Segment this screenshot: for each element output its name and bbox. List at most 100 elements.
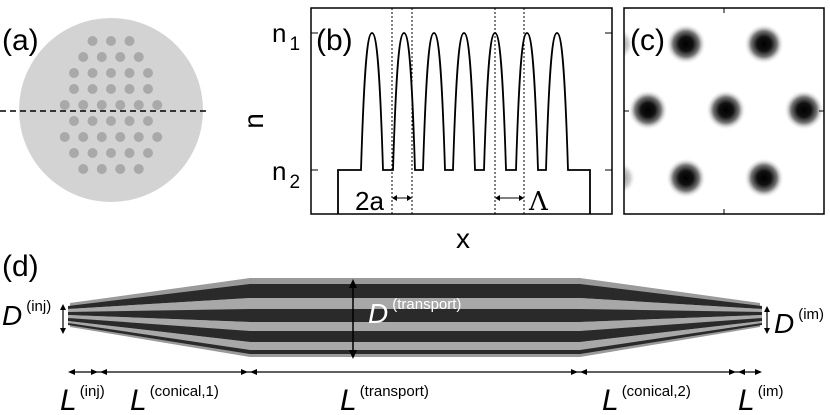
fiber-core xyxy=(96,100,107,110)
lantern-stripe xyxy=(68,321,762,350)
fiber-core xyxy=(124,116,135,126)
mode-spot xyxy=(784,90,824,130)
fiber-core xyxy=(124,84,135,94)
mode-spot xyxy=(624,162,636,194)
y-axis-label: n xyxy=(238,113,269,129)
fiber-core xyxy=(69,84,79,94)
mode-spot xyxy=(706,90,746,130)
index-profile xyxy=(337,32,591,214)
mode-spot xyxy=(628,90,668,130)
l-transport-label: L(transport) xyxy=(340,383,429,415)
fiber-core xyxy=(106,116,116,126)
panel-a-label: (a) xyxy=(2,24,39,57)
panel-a: (a) xyxy=(0,18,208,202)
fiber-core xyxy=(78,132,89,142)
fiber-core xyxy=(124,148,135,158)
fiber-core xyxy=(133,132,144,142)
d-transport-label: D(transport) xyxy=(368,296,461,329)
arrowhead-3 xyxy=(100,369,107,375)
fiber-core xyxy=(59,132,70,142)
lantern-stripe xyxy=(68,284,762,309)
arrowhead-1 xyxy=(68,369,75,375)
fiber-core xyxy=(87,68,98,78)
lambda-arrowhead-left xyxy=(495,195,500,201)
lantern-stripes xyxy=(68,284,762,354)
two-a-arrowhead-right xyxy=(407,195,412,201)
fiber-core xyxy=(96,52,107,62)
mode-spot xyxy=(666,24,706,64)
d-im-arrowhead-top xyxy=(764,306,770,312)
arrowhead-6 xyxy=(571,369,578,375)
fiber-core xyxy=(133,164,144,174)
mode-spot xyxy=(744,24,784,64)
fiber-core xyxy=(96,164,107,174)
fiber-core xyxy=(124,68,135,78)
lambda-arrowhead-right xyxy=(519,195,524,201)
fiber-core xyxy=(87,36,98,46)
fiber-core xyxy=(143,148,153,158)
fiber-core xyxy=(59,100,70,110)
panel-d: (d) D(inj) D(transport) D(im) xyxy=(2,250,824,415)
length-arrowheads xyxy=(68,369,762,375)
l-conical1-label: L(conical,1) xyxy=(130,383,219,415)
fiber-core xyxy=(133,52,144,62)
fiber-core xyxy=(152,100,163,110)
d-im-label: D(im) xyxy=(774,306,824,339)
fiber-core xyxy=(124,36,135,46)
fiber-core xyxy=(87,116,98,126)
arrowhead-2 xyxy=(91,369,98,375)
arrowhead-4 xyxy=(241,369,248,375)
fiber-core xyxy=(115,132,126,142)
mode-spot xyxy=(624,29,634,59)
lambda-label: Λ xyxy=(528,187,549,217)
fiber-core xyxy=(133,100,144,110)
two-a-arrowhead-left xyxy=(392,195,397,201)
d-inj-arrowhead-top xyxy=(60,304,66,310)
l-inj-label: L(inj) xyxy=(60,383,105,415)
arrowhead-5 xyxy=(250,369,257,375)
mode-spot xyxy=(666,158,706,198)
mode-spot xyxy=(744,158,784,198)
fiber-core xyxy=(106,84,116,94)
fiber-core xyxy=(106,68,116,78)
fiber-core xyxy=(69,148,79,158)
two-a-label: 2a xyxy=(355,186,384,216)
fiber-core xyxy=(69,116,79,126)
fiber-core xyxy=(78,100,89,110)
fiber-core xyxy=(152,132,163,142)
fiber-core xyxy=(78,164,89,174)
panel-b-frame xyxy=(310,7,613,215)
lantern-stripe xyxy=(68,309,762,322)
x-axis-label: x xyxy=(456,223,470,254)
lantern-stripe xyxy=(68,318,762,342)
d-transport-arrowhead-bottom xyxy=(349,350,357,359)
arrowhead-7 xyxy=(580,369,587,375)
fiber-core xyxy=(87,84,98,94)
panel-c-label: (c) xyxy=(630,24,665,57)
fiber-cladding xyxy=(19,18,203,202)
fiber-core xyxy=(115,100,126,110)
d-inj-arrowhead-bottom xyxy=(60,328,66,334)
l-im-label: L(im) xyxy=(738,383,784,415)
fiber-core xyxy=(106,36,116,46)
fiber-core xyxy=(106,148,116,158)
fiber-cores xyxy=(59,36,163,174)
arrowhead-9 xyxy=(738,369,745,375)
fiber-core xyxy=(96,132,107,142)
d-im-arrowhead-bottom xyxy=(764,328,770,334)
panel-b-label: (b) xyxy=(316,24,353,57)
fiber-core xyxy=(69,68,79,78)
fiber-core xyxy=(115,52,126,62)
lantern-stripe xyxy=(68,315,762,331)
fiber-core xyxy=(87,148,98,158)
fiber-core xyxy=(143,116,153,126)
arrowhead-8 xyxy=(729,369,736,375)
panel-d-label: (d) xyxy=(2,250,39,283)
d-transport-arrowhead-top xyxy=(349,279,357,288)
fiber-core xyxy=(143,68,153,78)
mode-spots xyxy=(624,24,824,198)
l-conical2-label: L(conical,2) xyxy=(602,383,691,415)
